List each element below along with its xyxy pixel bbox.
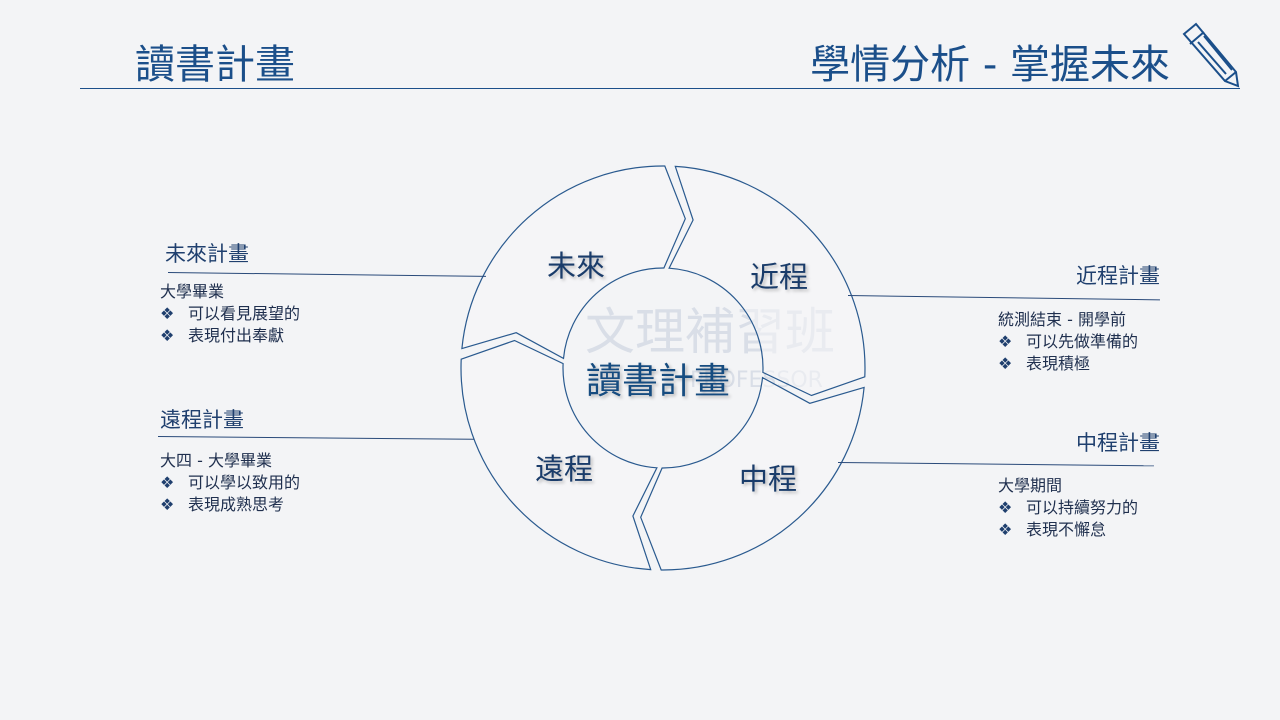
- plan-subtitle: 大學期間: [998, 476, 1063, 495]
- plan-title-long: 遠程計畫: [160, 408, 244, 432]
- segment-future: [461, 165, 686, 360]
- segment-label-future: 未來: [547, 249, 606, 283]
- plan-body-future: 大學畢業 ❖可以看見展望的 ❖表現付出奉獻: [160, 281, 300, 347]
- list-item: ❖可以看見展望的: [160, 304, 301, 323]
- slide-title: 讀書計畫: [135, 42, 295, 88]
- slide-subtitle: 學情分析 - 掌握未來: [810, 42, 1170, 88]
- center-label: 讀書計畫: [586, 361, 731, 402]
- plan-title-future: 未來計畫: [165, 242, 249, 266]
- diamond-bullet-icon: ❖: [998, 520, 1013, 539]
- list-item: ❖可以學以致用的: [160, 473, 301, 492]
- list-item: ❖表現成熟思考: [160, 495, 285, 514]
- diamond-bullet-icon: ❖: [160, 326, 175, 345]
- pencil-icon: [1182, 22, 1240, 88]
- segment-label-mid: 中程: [739, 462, 798, 496]
- plan-title-short: 近程計畫: [1076, 264, 1160, 288]
- plan-subtitle: 統測結束 - 開學前: [998, 310, 1126, 329]
- segment-long: [460, 339, 658, 571]
- plan-subtitle: 大學畢業: [160, 282, 225, 301]
- diamond-bullet-icon: ❖: [160, 304, 175, 323]
- segment-short: [668, 165, 866, 397]
- diamond-bullet-icon: ❖: [160, 495, 175, 514]
- diamond-bullet-icon: ❖: [998, 354, 1013, 373]
- list-item: ❖表現付出奉獻: [160, 326, 285, 345]
- segment-mid: [640, 376, 865, 571]
- list-item: ❖表現不懈怠: [998, 520, 1107, 539]
- list-item: ❖可以先做準備的: [998, 332, 1139, 351]
- segment-label-short: 近程: [750, 260, 809, 294]
- segment-label-long: 遠程: [535, 452, 594, 486]
- plan-title-mid: 中程計畫: [1076, 431, 1160, 455]
- plan-body-short: 統測結束 - 開學前 ❖可以先做準備的 ❖表現積極: [998, 309, 1138, 375]
- plan-body-mid: 大學期間 ❖可以持續努力的 ❖表現不懈怠: [998, 475, 1138, 541]
- plan-body-long: 大四 - 大學畢業 ❖可以學以致用的 ❖表現成熟思考: [160, 450, 300, 516]
- header-divider: [80, 88, 1240, 89]
- diamond-bullet-icon: ❖: [998, 498, 1013, 517]
- diamond-bullet-icon: ❖: [998, 332, 1013, 351]
- list-item: ❖可以持續努力的: [998, 498, 1139, 517]
- list-item: ❖表現積極: [998, 354, 1091, 373]
- diamond-bullet-icon: ❖: [160, 473, 175, 492]
- plan-subtitle: 大四 - 大學畢業: [160, 451, 272, 470]
